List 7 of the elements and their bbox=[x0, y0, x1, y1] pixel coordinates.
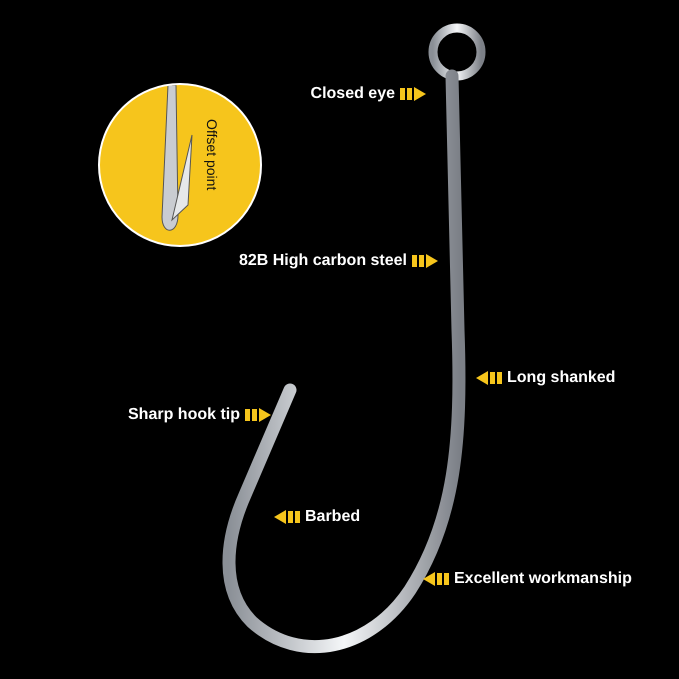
callout-label: Long shanked bbox=[507, 369, 616, 387]
callout-label: Excellent workmanship bbox=[454, 570, 632, 588]
inset-caption: Offset point bbox=[204, 119, 220, 190]
callout-label: 82B High carbon steel bbox=[238, 252, 407, 270]
callout-label: Closed eye bbox=[310, 85, 395, 103]
callout-label: Sharp hook tip bbox=[128, 406, 240, 424]
callout-label: Barbed bbox=[305, 508, 360, 526]
